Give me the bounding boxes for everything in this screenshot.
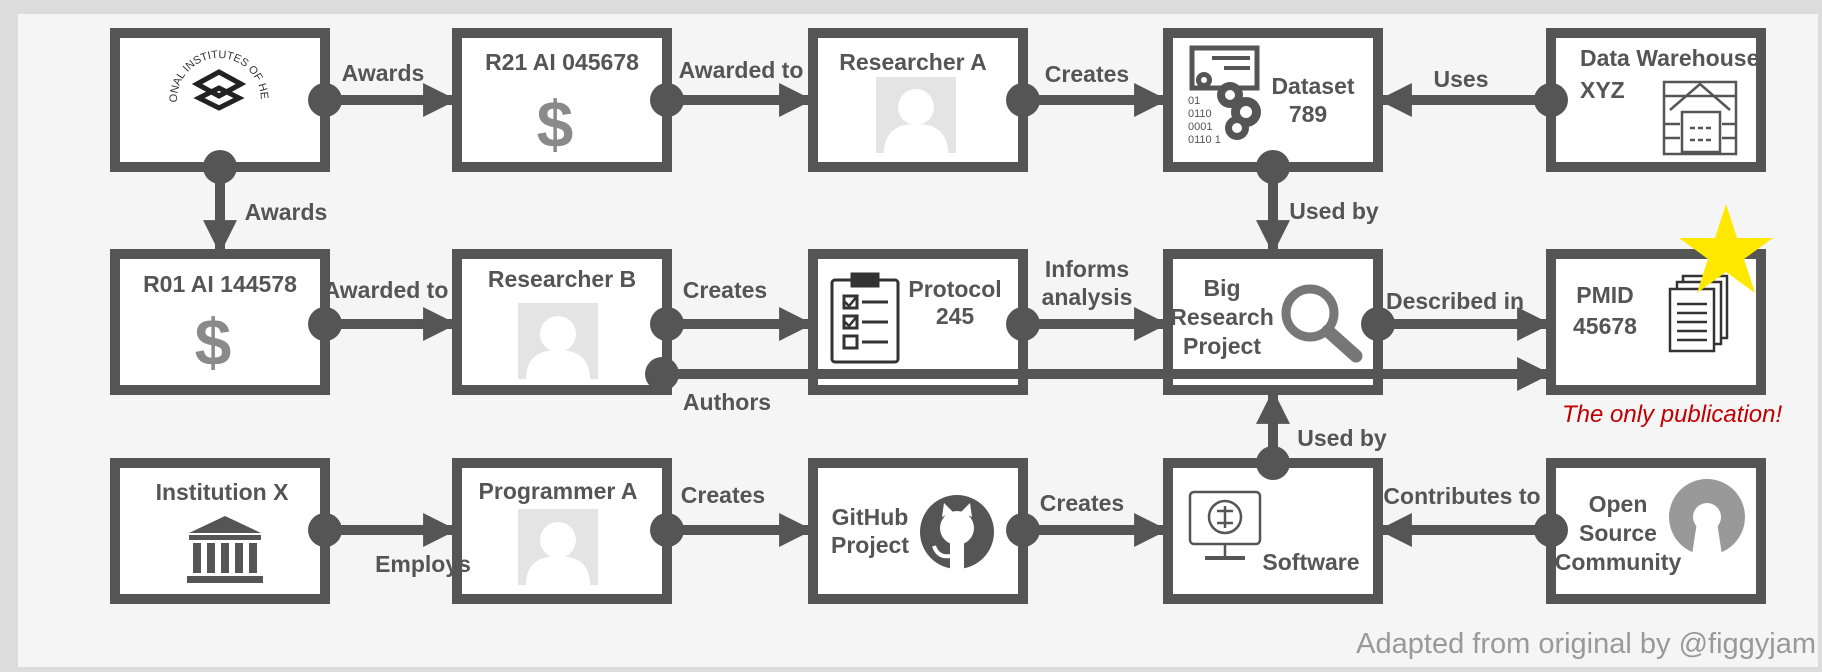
- binary-text-1: 01: [1188, 95, 1200, 107]
- warehouse-title-2: XYZ: [1580, 77, 1625, 103]
- oss-title-1: Open: [1589, 491, 1648, 517]
- node-big-research-project[interactable]: Big Research Project: [1163, 249, 1383, 395]
- edge-label-analysis: analysis: [1042, 284, 1133, 310]
- node-researcher-b[interactable]: Researcher B: [452, 249, 672, 395]
- edge-label-awarded-to: Awarded to: [679, 57, 804, 83]
- magnifier-icon: [1281, 284, 1363, 363]
- edge-label-used-by-software: Used by: [1297, 425, 1387, 451]
- edge-project-pmid[interactable]: [1361, 306, 1552, 342]
- edge-github-software[interactable]: [1006, 512, 1169, 548]
- programmer-title: Programmer A: [479, 478, 638, 504]
- github-title-1: GitHub: [832, 504, 909, 530]
- binary-text-4: 0110 1: [1188, 134, 1221, 146]
- node-github-project[interactable]: GitHub Project: [808, 458, 1028, 604]
- edge-software-project[interactable]: [1255, 389, 1291, 480]
- github-icon: [920, 495, 994, 569]
- institution-title: Institution X: [156, 479, 290, 505]
- edge-programmer-github[interactable]: [650, 512, 814, 548]
- edge-label-authors: Authors: [683, 389, 771, 415]
- dataset-title-1: Dataset: [1271, 73, 1354, 99]
- annotation-only-publication: The only publication!: [1562, 401, 1782, 428]
- node-software[interactable]: Software: [1163, 458, 1383, 604]
- edge-label-employs: Employs: [375, 551, 471, 577]
- clipboard-checklist-icon: [830, 272, 900, 364]
- edge-label-described-in: Described in: [1386, 288, 1524, 314]
- software-title: Software: [1262, 549, 1359, 575]
- r21-title: R21 AI 045678: [485, 49, 639, 75]
- pmid-title-2: 45678: [1573, 313, 1637, 339]
- open-source-icon: [1669, 479, 1745, 555]
- project-title-1: Big: [1203, 275, 1240, 301]
- node-dataset[interactable]: 01 0110 0001 0110 1 Dataset 789: [1163, 28, 1383, 172]
- warehouse-icon: [1662, 80, 1738, 156]
- pmid-title-1: PMID: [1576, 282, 1634, 308]
- edge-nih-r21[interactable]: [308, 82, 458, 118]
- node-data-warehouse[interactable]: Data Warehouse XYZ: [1546, 28, 1766, 172]
- project-title-3: Project: [1183, 333, 1261, 359]
- node-pmid[interactable]: PMID 45678: [1546, 204, 1773, 395]
- researcher-b-title: Researcher B: [488, 266, 636, 292]
- credit-text: Adapted from original by @figgyjam: [1356, 628, 1816, 660]
- warehouse-title-1: Data Warehouse: [1580, 45, 1759, 71]
- bank-icon: [187, 516, 263, 583]
- edge-nih-r01[interactable]: [202, 150, 238, 255]
- star-icon: [1679, 204, 1773, 293]
- edge-protocol-project[interactable]: [1006, 306, 1169, 342]
- data-gears-icon: [1189, 45, 1261, 140]
- protocol-title-2: 245: [936, 303, 975, 329]
- edge-researcher-b-pmid[interactable]: [645, 356, 1552, 392]
- node-open-source-community[interactable]: Open Source Community: [1546, 458, 1766, 604]
- edge-r01-researcher-b[interactable]: [308, 306, 458, 342]
- edge-dataset-project[interactable]: [1255, 150, 1291, 255]
- person-placeholder-icon: [876, 77, 956, 153]
- oss-title-3: Community: [1555, 549, 1682, 575]
- edge-r21-researcher-a[interactable]: [650, 82, 814, 118]
- person-placeholder-icon: [518, 303, 598, 379]
- node-protocol[interactable]: Protocol 245: [808, 249, 1028, 395]
- edge-warehouse-dataset[interactable]: [1377, 82, 1568, 118]
- edge-label-creates-software: Creates: [1040, 490, 1124, 516]
- oss-title-2: Source: [1579, 520, 1657, 546]
- edge-label-creates-protocol: Creates: [683, 277, 767, 303]
- r01-title: R01 AI 144578: [143, 271, 297, 297]
- binary-text-2: 0110: [1188, 108, 1212, 120]
- person-placeholder-icon: [518, 509, 598, 585]
- edge-label-contributes-to: Contributes to: [1383, 483, 1540, 509]
- node-r01[interactable]: R01 AI 144578 $: [110, 249, 330, 395]
- edge-label-awarded-to-r01: Awarded to: [324, 277, 449, 303]
- edge-label-creates-github: Creates: [681, 482, 765, 508]
- edge-label-used-by-dataset: Used by: [1289, 198, 1379, 224]
- edge-label-informs: Informs: [1045, 256, 1129, 282]
- node-r21[interactable]: R21 AI 045678 $: [452, 28, 672, 172]
- edge-label-awards: Awards: [342, 60, 425, 86]
- edge-label-uses: Uses: [1434, 66, 1489, 92]
- node-researcher-a[interactable]: Researcher A: [808, 28, 1028, 172]
- edge-researcher-a-dataset[interactable]: [1006, 82, 1169, 118]
- dollar-icon: $: [195, 305, 232, 379]
- documents-icon: [1668, 274, 1729, 353]
- node-institution[interactable]: Institution X: [110, 458, 330, 604]
- researcher-a-title: Researcher A: [839, 49, 986, 75]
- protocol-title-1: Protocol: [908, 276, 1001, 302]
- dataset-title-2: 789: [1289, 101, 1327, 127]
- node-programmer-a[interactable]: Programmer A: [452, 458, 672, 604]
- project-title-2: Research: [1170, 304, 1274, 330]
- dollar-icon: $: [537, 87, 574, 161]
- circuit-monitor-icon: [1188, 490, 1262, 560]
- edges: [202, 82, 1568, 548]
- binary-text-3: 0001: [1188, 121, 1212, 133]
- edge-oss-software[interactable]: [1377, 512, 1568, 548]
- edge-researcher-b-protocol[interactable]: [650, 306, 814, 342]
- edge-institution-programmer[interactable]: [308, 512, 458, 548]
- edge-label-creates: Creates: [1045, 61, 1129, 87]
- edge-label-awards-r01: Awards: [245, 199, 328, 225]
- github-title-2: Project: [831, 532, 909, 558]
